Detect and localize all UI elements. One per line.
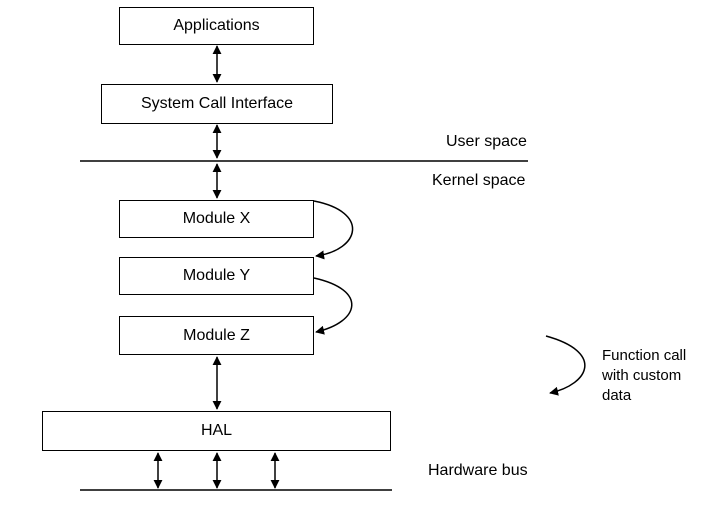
module-x-box: Module X [119, 200, 314, 238]
legend-caption: Function call with custom data [602, 346, 686, 406]
user-space-label: User space [446, 133, 527, 150]
module-y-box: Module Y [119, 257, 314, 295]
module-z-box: Module Z [119, 316, 314, 355]
legend-line-1: Function call [602, 347, 687, 364]
hardware-bus-label: Hardware bus [428, 462, 528, 479]
applications-box: Applications [119, 7, 314, 45]
legend-curved-arrow [545, 335, 586, 396]
legend-line-3: data [602, 387, 632, 404]
curved-arrow-y-to-z [313, 277, 353, 335]
hal-box: HAL [42, 411, 391, 451]
curved-arrow-x-to-y [313, 200, 354, 260]
legend-line-2: with custom [602, 367, 682, 384]
kernel-space-label: Kernel space [432, 172, 526, 189]
system-call-interface-box: System Call Interface [101, 84, 333, 124]
